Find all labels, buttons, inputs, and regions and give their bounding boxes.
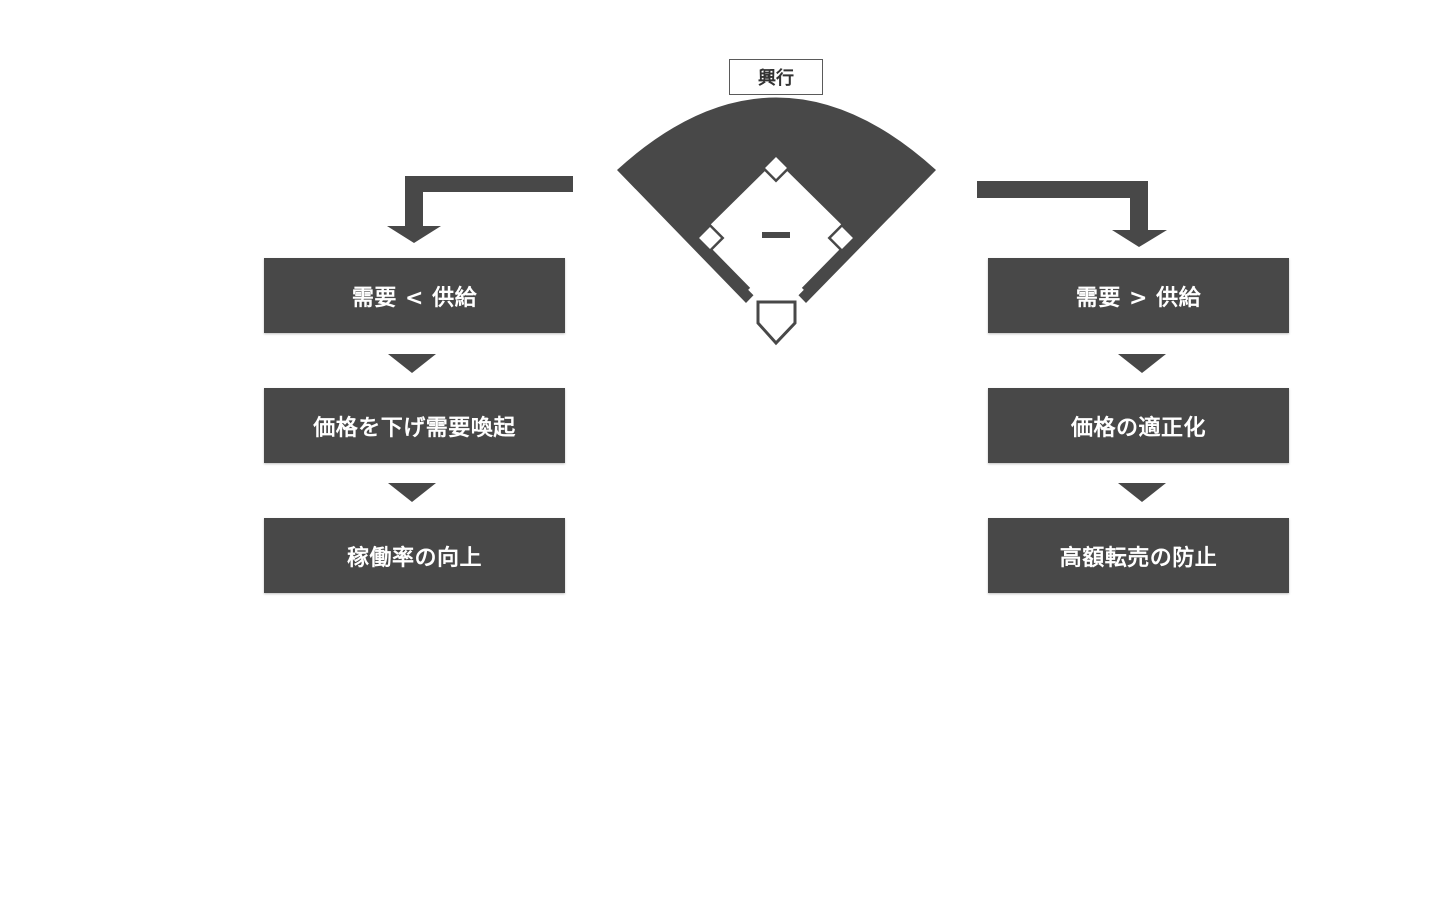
top-label-kogyo: 興行 <box>729 59 823 95</box>
third-base <box>695 223 725 253</box>
bent-arrow-left-icon <box>387 176 573 243</box>
down-chevron-icon <box>388 483 436 502</box>
down-chevron-icon <box>1118 483 1166 502</box>
right-step-demand-greater-than-supply: 需要 > 供給 <box>988 258 1289 333</box>
infield-diamond <box>697 160 855 318</box>
baseball-diamond-icon <box>617 97 936 346</box>
right-step-optimize-price: 価格の適正化 <box>988 388 1289 463</box>
left-step-improve-occupancy: 稼働率の向上 <box>264 518 565 593</box>
left-step-lower-price: 価格を下げ需要喚起 <box>264 388 565 463</box>
pitchers-plate <box>762 232 790 238</box>
second-base <box>761 153 791 183</box>
home-plate <box>756 300 797 346</box>
bent-arrow-right-icon <box>977 181 1167 247</box>
right-step-prevent-scalping: 高額転売の防止 <box>988 518 1289 593</box>
down-chevron-icon <box>388 354 436 373</box>
down-chevron-icon <box>1118 354 1166 373</box>
first-base <box>827 223 857 253</box>
left-step-demand-less-than-supply: 需要 < 供給 <box>264 258 565 333</box>
